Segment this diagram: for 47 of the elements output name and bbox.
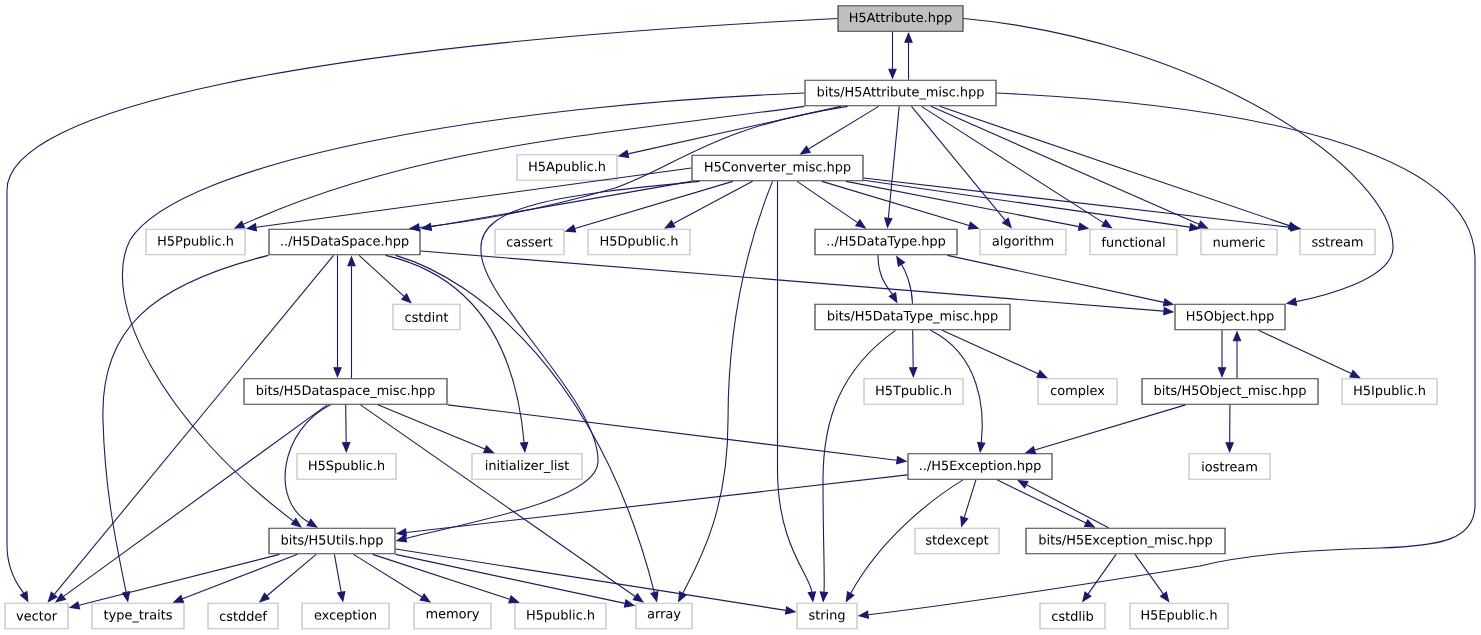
file-box: H5Ipublic.h xyxy=(1341,378,1438,405)
file-box: H5Apublic.h xyxy=(516,154,618,181)
file-box: H5Tpublic.h xyxy=(863,378,964,405)
arrow xyxy=(284,404,332,528)
file-box: H5Dpublic.h xyxy=(587,228,691,256)
file-box: functional xyxy=(1089,228,1178,256)
arrow xyxy=(121,92,805,528)
file-box: complex xyxy=(1037,378,1118,405)
file-box: iostream xyxy=(1188,453,1271,480)
file-box: bits/H5Attribute_misc.hpp xyxy=(804,79,997,107)
file-box: bits/H5Utils.hpp xyxy=(268,527,396,555)
file-box: cstdint xyxy=(392,303,461,331)
file-box: bits/H5Exception_misc.hpp xyxy=(1025,527,1226,555)
file-box: bits/H5DataType_misc.hpp xyxy=(814,303,1011,331)
file-box: H5Epublic.h xyxy=(1129,602,1229,630)
file-box: cstddef xyxy=(207,602,279,630)
file-box: ../H5Exception.hpp xyxy=(907,453,1053,480)
file-box: string xyxy=(796,602,858,630)
arrow xyxy=(664,180,754,229)
file-box: numeric xyxy=(1200,228,1278,256)
file-box: sstream xyxy=(1299,228,1376,256)
file-box: memory xyxy=(413,602,492,630)
arrow xyxy=(359,404,644,603)
file-box: ../H5DataSpace.hpp xyxy=(268,228,421,256)
arrow xyxy=(358,254,412,304)
file-box: H5Converter_misc.hpp xyxy=(691,154,864,182)
file-box: vector xyxy=(4,602,69,630)
file-box: bits/H5Object_misc.hpp xyxy=(1141,378,1319,405)
arrow xyxy=(47,254,335,603)
file-box: bits/H5Dataspace_misc.hpp xyxy=(243,378,448,405)
file-box: H5Ppublic.h xyxy=(145,228,246,256)
arrow xyxy=(1258,329,1361,379)
file-box: cassert xyxy=(494,228,565,256)
file-box: type_traits xyxy=(91,602,185,630)
file-box: exception xyxy=(301,602,390,630)
file-box: cstdlib xyxy=(1039,602,1106,630)
file-box: algorithm xyxy=(979,228,1067,256)
arrow xyxy=(941,329,1048,379)
file-box: initializer_list xyxy=(471,453,583,480)
file-box: H5Spublic.h xyxy=(296,453,397,480)
file-box: ../H5DataType.hpp xyxy=(814,228,958,256)
file-box: stdexcept xyxy=(914,527,1000,555)
file-box: array xyxy=(635,602,693,630)
arrow xyxy=(963,17,1394,306)
file-box: H5Object.hpp xyxy=(1174,303,1286,331)
file-box: H5public.h xyxy=(514,602,607,630)
highlighted-file-box: H5Attribute.hpp xyxy=(837,5,964,32)
